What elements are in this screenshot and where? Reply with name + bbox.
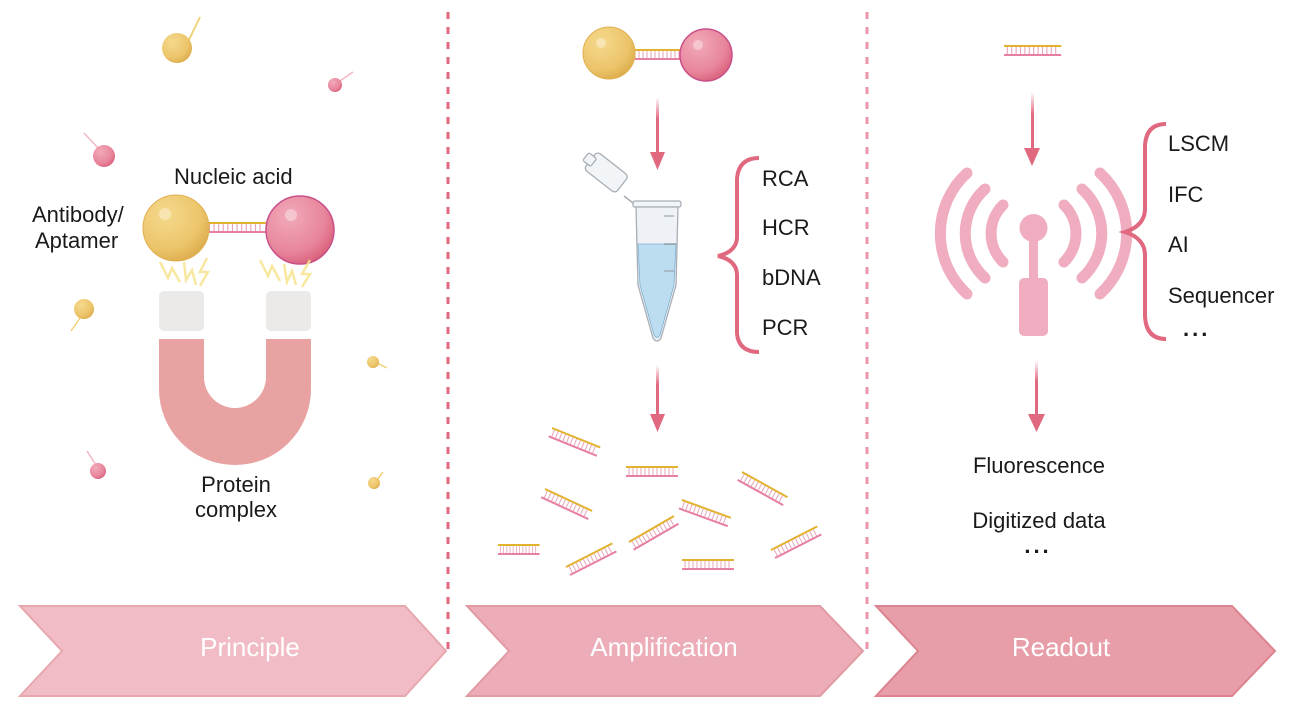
down-arrow-icon [650,365,665,432]
free-probe-particles [70,16,388,489]
method-bdna: bDNA [762,265,821,290]
dna-duplex-icon [565,542,618,577]
microcentrifuge-tube-icon [582,152,682,342]
method-pcr: PCR [762,315,809,340]
dna-duplex-icon [540,488,594,521]
dna-duplex-icon [770,525,823,560]
particle-pink-small [328,71,354,92]
probe-complex-small [582,26,733,82]
dna-duplex-icon [497,544,541,555]
label-antibody: Antibody/ [32,202,124,227]
amplified-dna-products [497,427,823,577]
step-label-principle: Principle [200,632,300,662]
dna-duplex-icon [736,471,789,507]
particle-pink-small-2 [86,450,106,479]
particle-pink-medium [83,132,115,167]
instrument-ai: AI [1168,232,1189,257]
instrument-lscm: LSCM [1168,131,1230,156]
signal-antenna-icon [934,167,1133,336]
output-ellipsis: ... [1024,533,1052,558]
particle-yellow-small-2 [368,471,384,489]
magnet-icon [159,291,311,465]
label-protein: Protein [201,472,271,497]
particle-yellow-medium [70,299,94,332]
method-hcr: HCR [762,215,810,240]
interaction-spark-icons [158,257,313,288]
particle-yellow-small-1 [367,356,388,369]
label-nucleic-acid: Nucleic acid [174,164,293,189]
method-rca: RCA [762,166,809,191]
instrument-ifc: IFC [1168,182,1204,207]
dna-duplex-icon [625,466,679,477]
output-digitized-data: Digitized data [972,508,1106,533]
probe-complex [142,194,335,265]
curly-brace-icon [717,156,760,354]
label-complex: complex [195,497,277,522]
instrument-ellipsis: ... [1183,316,1211,341]
nucleic-acid-bead [265,195,335,265]
step-chevron-principle[interactable] [17,605,448,697]
dna-duplex-icon [681,559,735,570]
dna-duplex-icon [628,515,680,551]
step-chevron-readout[interactable] [873,605,1277,697]
instrument-sequencer: Sequencer [1168,283,1275,308]
step-label-readout: Readout [1011,632,1111,662]
particle-yellow-large [162,16,201,63]
dna-duplex-icon [677,499,732,528]
step-chevron-amplification[interactable] [464,605,865,697]
output-fluorescence: Fluorescence [972,453,1106,478]
down-arrow-icon [1028,360,1045,432]
step-label-amplification: Amplification [590,632,738,662]
antibody-bead [142,194,210,262]
curly-brace-icon [1118,122,1167,341]
dna-duplex-icon [1002,44,1063,57]
label-aptamer: Aptamer [35,228,119,253]
down-arrow-icon [1024,92,1040,166]
dna-duplex-icon [547,427,602,457]
down-arrow-icon [650,97,665,170]
